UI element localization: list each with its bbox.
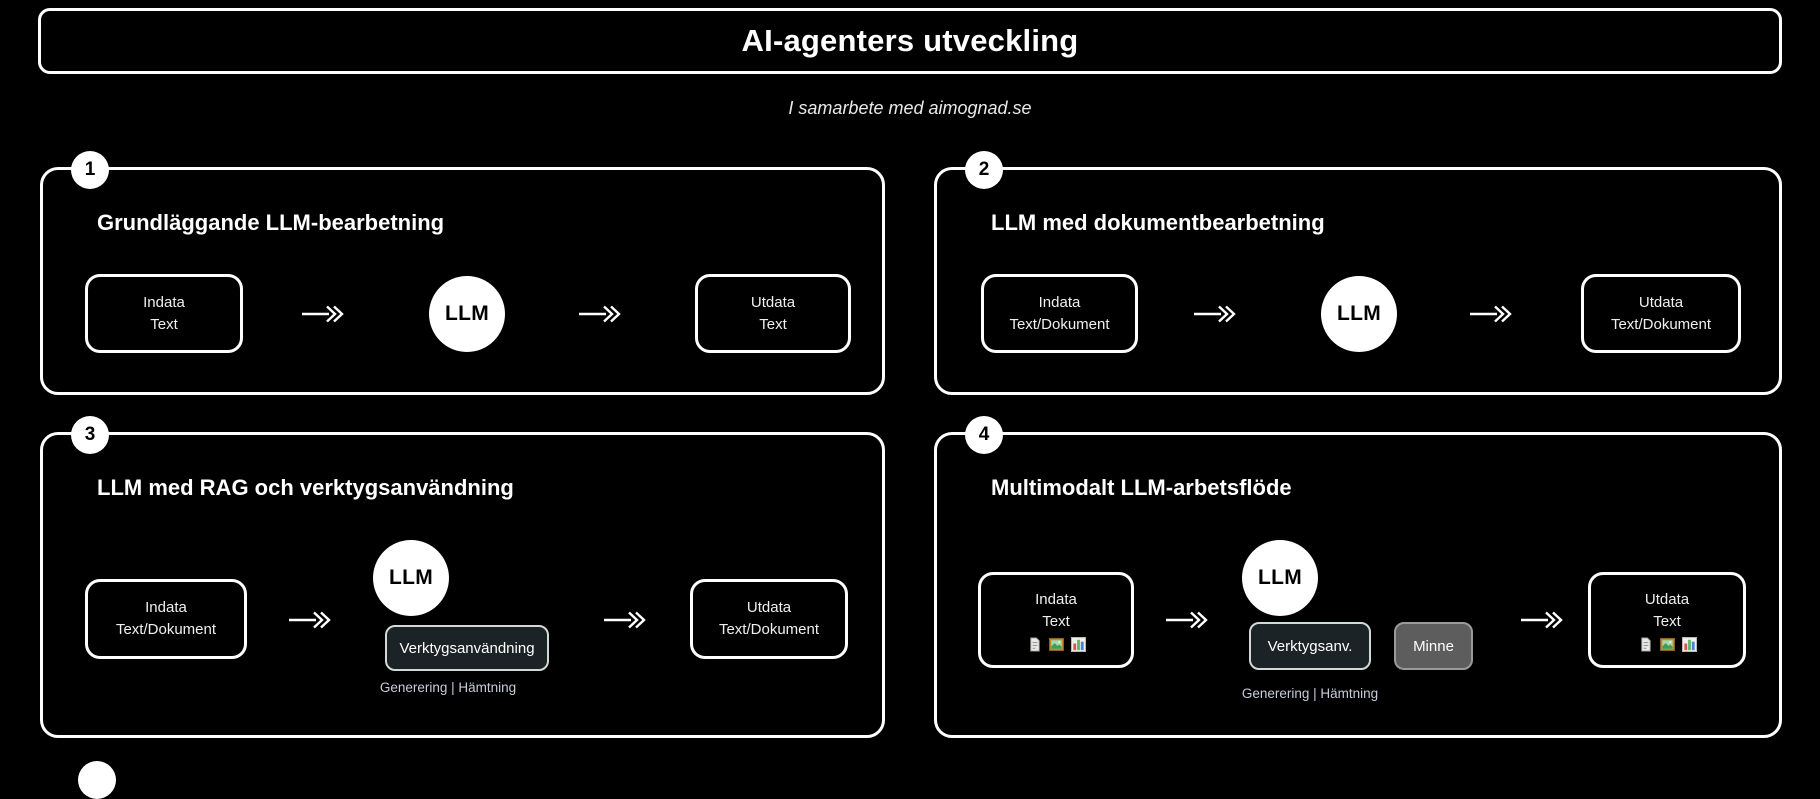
panel-title: LLM med RAG och verktygsanvändning [97,475,514,500]
output-node: Utdata Text/Dokument [690,579,848,659]
node-label-line: Utdata [1644,590,1690,608]
node-label-line: Indata [143,293,185,311]
input-node: Indata Text/Dokument [85,579,247,659]
llm-node: LLM [1321,276,1397,352]
media-type-icons [1027,636,1086,652]
panel-basic-llm: 1 Grundläggande LLM-bearbetning Indata T… [40,151,885,395]
media-type-icons [1638,636,1697,652]
llm-label: LLM [1336,302,1382,325]
panel-number: 2 [978,159,990,180]
output-node: Utdata Text [695,274,851,353]
page-title: AI-agenters utveckling [741,23,1079,58]
collaboration-subtitle: I samarbete med aimognad.se [788,98,1032,118]
node-label-line: Text/Dokument [1610,315,1712,333]
panel-number-badge-partial [78,761,116,799]
node-label-line: Utdata [1638,293,1684,311]
panel-number-badge: 4 [965,416,1003,454]
generation-retrieval-caption: Generering | Hämtning [379,680,517,695]
input-node: Indata Text [978,572,1134,668]
node-label-line: Text/Dokument [1009,315,1110,333]
memory-node: Minne [1394,622,1473,670]
node-label-line: Utdata [750,293,796,311]
document-icon [1640,636,1651,652]
image-icon [1048,637,1064,651]
panel-number: 3 [84,424,96,445]
node-label-line: Text [759,315,787,333]
panel-multimodal-llm: 4 Multimodalt LLM-arbetsflöde Indata Tex… [934,416,1782,738]
node-label-line: Indata [1035,590,1077,608]
panel-number-badge: 3 [71,416,109,454]
flow-arrow-icon [1469,303,1515,325]
flow-arrow-icon [1193,303,1239,325]
flow-arrow-icon [603,609,649,631]
diagram-title-box: AI-agenters utveckling [38,8,1782,74]
flow-arrow-icon [288,609,334,631]
panel-rag-tools-llm: 3 LLM med RAG och verktygsanvändning Ind… [40,416,885,738]
generation-retrieval-caption: Generering | Hämtning [1241,686,1379,701]
image-icon [1659,637,1675,651]
llm-node: LLM [429,276,505,352]
flow-arrow-icon [301,303,347,325]
bar-chart-icon [1681,636,1697,652]
node-label-line: Text [1653,612,1681,630]
panel-number-badge: 2 [965,151,1003,189]
bar-chart-icon [1070,636,1086,652]
panel-number: 1 [84,159,96,180]
panel-number: 4 [978,424,990,445]
output-node: Utdata Text [1588,572,1746,668]
document-icon [1029,636,1040,652]
llm-label: LLM [444,302,490,325]
tool-usage-label: Verktygsanv. [1267,637,1353,655]
llm-node: LLM [1242,540,1318,616]
node-label-line: Text/Dokument [115,621,217,638]
node-label-line: Text [150,315,178,333]
node-label-line: Text [1042,612,1070,630]
flow-arrow-icon [1165,609,1211,631]
input-node: Indata Text/Dokument [981,274,1138,353]
input-node: Indata Text [85,274,243,353]
flow-arrow-icon [1520,609,1566,631]
flow-arrow-icon [578,303,624,325]
panel-title: LLM med dokumentbearbetning [991,210,1325,235]
node-label-line: Indata [145,599,187,616]
panel-title: Multimodalt LLM-arbetsflöde [991,475,1292,500]
llm-label: LLM [388,566,434,589]
node-label-line: Text/Dokument [718,621,820,638]
tool-usage-node: Verktygsanv. [1249,622,1371,670]
panel-number-badge: 1 [71,151,109,189]
panel-document-llm: 2 LLM med dokumentbearbetning Indata Tex… [934,151,1782,395]
node-label-line: Utdata [746,599,792,616]
llm-node: LLM [373,540,449,616]
output-node: Utdata Text/Dokument [1581,274,1741,353]
tool-usage-node: Verktygsanvändning [385,625,549,671]
panel-title: Grundläggande LLM-bearbetning [97,210,445,235]
llm-label: LLM [1257,566,1303,589]
tool-usage-label: Verktygsanvändning [399,639,535,657]
memory-label: Minne [1413,637,1454,655]
node-label-line: Indata [1038,293,1081,311]
